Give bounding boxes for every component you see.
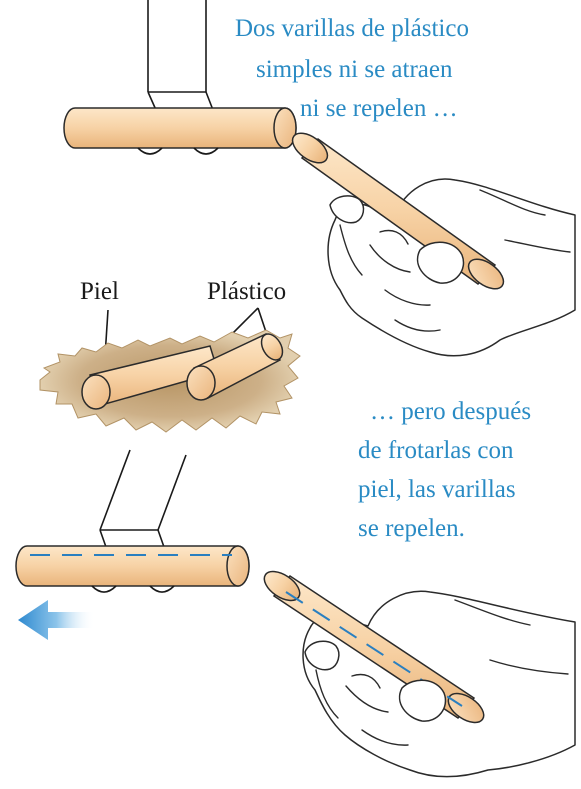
top-suspension-strings xyxy=(147,0,214,111)
caption-top-line-1: Dos varillas de plástico xyxy=(235,15,469,42)
plastic-rod xyxy=(186,333,284,401)
repulsion-arrow xyxy=(18,600,95,640)
bottom-suspension-strings xyxy=(99,449,187,548)
top-hand-holding-rod xyxy=(291,132,576,357)
label-fur: Piel xyxy=(80,278,119,305)
bottom-hand-holding-rod xyxy=(263,570,576,778)
top-hanging-rod-assembly xyxy=(63,0,297,155)
bottom-hanging-rod-assembly xyxy=(15,449,250,593)
caption-top-line-3: ni se repelen … xyxy=(300,95,458,122)
label-plastic: Plástico xyxy=(207,278,286,305)
top-hanging-rod xyxy=(63,107,297,155)
fur-with-rods xyxy=(39,329,301,433)
caption-bottom-line-4: se repelen. xyxy=(358,515,465,542)
bottom-hanging-rod xyxy=(15,545,250,593)
caption-bottom-line-1: … pero después xyxy=(370,398,531,425)
caption-top-line-2: simples ni se atraen xyxy=(256,56,453,83)
caption-bottom-line-2: de frotarlas con xyxy=(358,437,514,464)
caption-bottom-line-3: piel, las varillas xyxy=(358,476,516,503)
